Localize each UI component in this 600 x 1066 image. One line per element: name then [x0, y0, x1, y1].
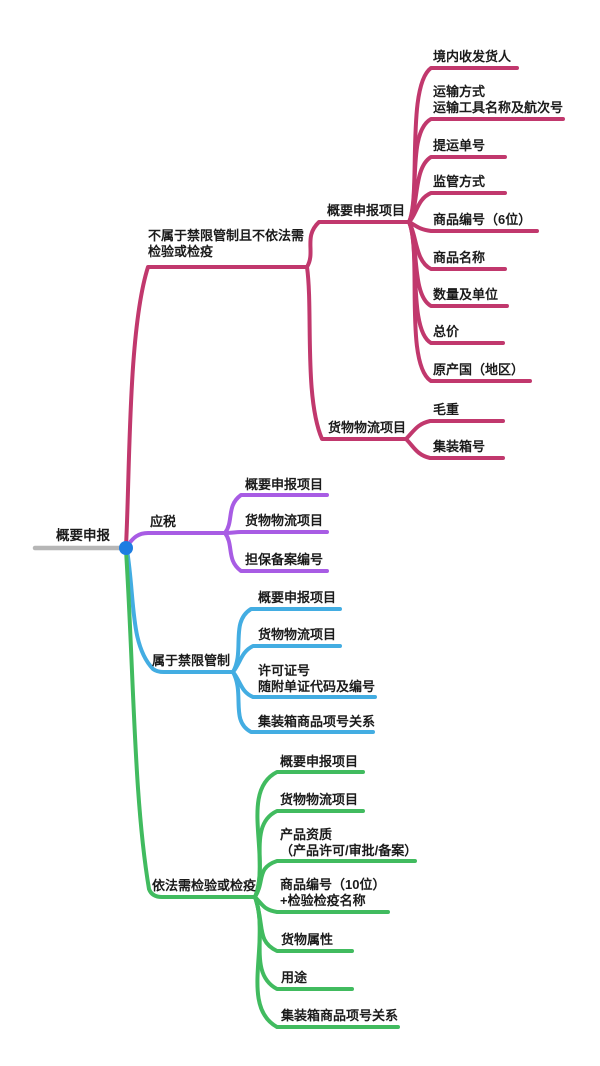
leaf-label[interactable]: 监管方式 — [433, 174, 486, 189]
leaf-label[interactable]: 毛重 — [433, 402, 460, 417]
leaf-line — [407, 191, 507, 224]
branch-label-inspection-quarantine[interactable]: 依法需检验或检疫 — [152, 878, 257, 893]
leaf-label[interactable]: 运输方式 运输工具名称及航次号 — [433, 84, 564, 115]
leaf-label[interactable]: 提运单号 — [433, 138, 486, 153]
branch4-trunk-line — [124, 548, 257, 899]
leaf-label[interactable]: 货物物流项目 — [280, 792, 359, 807]
root-node-label[interactable]: 概要申报 — [56, 528, 110, 543]
leaf-label[interactable]: 货物物流项目 — [258, 627, 337, 642]
branch3-trunk-line — [125, 548, 235, 674]
leaf-label[interactable]: 担保备案编号 — [245, 552, 324, 567]
branch2-trunk-line — [126, 531, 227, 547]
leaf-label[interactable]: 总价 — [433, 324, 460, 339]
branch1-trunk-line — [124, 265, 309, 548]
leaf-label[interactable]: 境内收发货人 — [433, 49, 512, 64]
leaf-label[interactable]: 货物物流项目 — [245, 513, 324, 528]
subbranch-label-cargo-logistics-items[interactable]: 货物物流项目 — [328, 420, 407, 435]
leaf-label[interactable]: 用途 — [281, 970, 308, 985]
leaf-label[interactable]: 集装箱号 — [433, 439, 486, 454]
leaf-label[interactable]: 商品名称 — [433, 250, 486, 265]
leaf-line — [223, 493, 329, 535]
leaf-line — [231, 644, 342, 674]
leaf-label[interactable]: 集装箱商品项号关系 — [258, 714, 376, 729]
leaf-label[interactable]: 货物属性 — [281, 932, 334, 947]
leaf-line — [407, 220, 532, 383]
leaf-label[interactable]: 许可证号 随附单证代码及编号 — [258, 663, 376, 694]
leaf-label[interactable]: 概要申报项目 — [258, 590, 337, 605]
leaf-label[interactable]: 商品编号（6位） — [433, 212, 532, 227]
leaf-line — [253, 895, 400, 1029]
leaf-label[interactable]: 数量及单位 — [433, 287, 499, 302]
leaf-label[interactable]: 商品编号（10位） +检验检疫名称 — [280, 877, 386, 908]
branch-label-taxable[interactable]: 应税 — [150, 514, 177, 529]
leaf-label[interactable]: 产品资质 （产品许可/审批/备案） — [280, 827, 418, 858]
leaf-label[interactable]: 原产国（地区） — [433, 362, 525, 377]
leaf-line — [231, 670, 375, 734]
leaf-line — [404, 437, 505, 460]
leaf-label[interactable]: 概要申报项目 — [245, 477, 324, 492]
root-node-dot[interactable] — [119, 541, 133, 555]
branch-label-not-restricted[interactable]: 不属于禁限管制且不依法需 检验或检疫 — [148, 228, 305, 259]
branch-label-restricted[interactable]: 属于禁限管制 — [152, 653, 231, 668]
leaf-line — [404, 419, 505, 441]
subbranch-label-summary-items[interactable]: 概要申报项目 — [327, 203, 406, 218]
leaf-line — [407, 117, 565, 224]
leaf-line — [253, 859, 417, 899]
leaf-label[interactable]: 概要申报项目 — [280, 754, 359, 769]
leaf-line — [223, 531, 329, 573]
leaf-line — [223, 530, 329, 535]
leaf-label[interactable]: 集装箱商品项号关系 — [281, 1008, 399, 1023]
branch1-split-up-line — [305, 220, 412, 269]
branch1-split-down-line — [305, 265, 408, 441]
